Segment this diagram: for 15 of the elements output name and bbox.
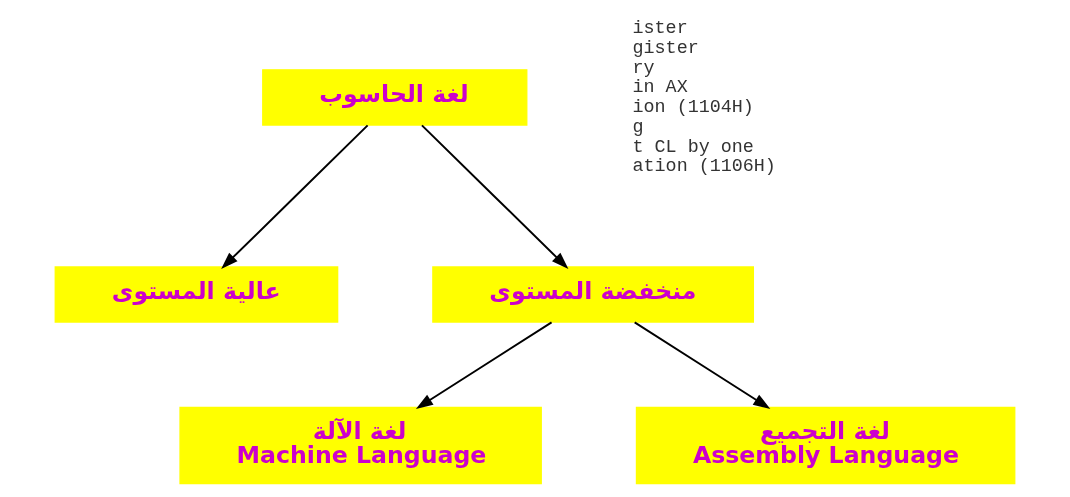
label: ion (1104H) [632, 97, 754, 119]
label: in AX [632, 77, 688, 99]
label: ation (1106H) [632, 156, 776, 178]
arrow [420, 124, 569, 269]
arrow [633, 321, 771, 409]
label: t CL by one [632, 136, 754, 158]
node-box: لغة الحاسوب [262, 69, 528, 126]
arrow [221, 124, 369, 269]
label: g [632, 116, 644, 138]
label: ister [632, 18, 688, 40]
label: ry [632, 57, 655, 79]
node-box: عالية المستوى [54, 266, 339, 323]
label: gister [632, 38, 699, 60]
arrow [415, 321, 553, 409]
node-box: منخفضة المستوى [432, 266, 754, 323]
